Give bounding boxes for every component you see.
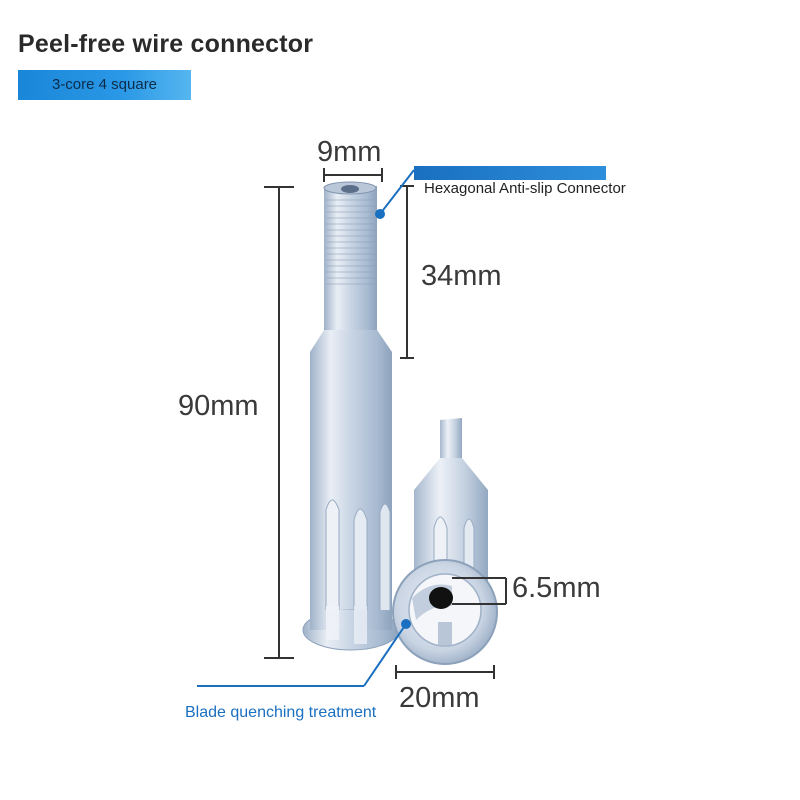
short-connector — [392, 418, 498, 665]
callout-dot — [375, 209, 385, 219]
dim-total-length: 90mm — [178, 390, 259, 422]
hex-connector-label: Hexagonal Anti-slip Connector — [424, 180, 626, 197]
blade-treatment-label: Blade quenching treatment — [185, 704, 377, 721]
dim-hex-length: 34mm — [421, 260, 502, 292]
main-body — [310, 352, 392, 622]
tall-connector — [302, 181, 400, 651]
page-title: Peel-free wire connector — [18, 30, 314, 58]
spec-badge: 3-core 4 square — [18, 70, 191, 100]
dim-outer-diameter: 20mm — [399, 682, 480, 714]
dim-inner-hole: 6.5mm — [512, 572, 601, 604]
callout-blade — [197, 619, 411, 687]
dim-top-width: 9mm — [317, 136, 382, 168]
callout-bar — [414, 166, 606, 180]
callout-hex — [375, 166, 606, 219]
thread-lines — [326, 199, 375, 285]
dimension-lines — [264, 168, 507, 679]
hex-shaft — [324, 186, 377, 294]
inner-hole — [429, 587, 453, 609]
callout-dot — [401, 619, 411, 629]
